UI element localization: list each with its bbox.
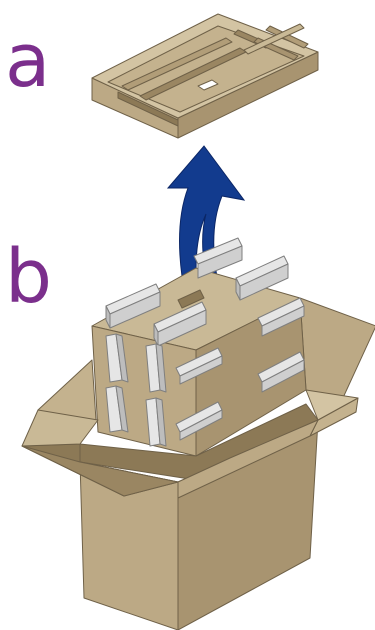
step-label-a: a xyxy=(5,18,51,104)
shipping-box xyxy=(21,237,375,630)
cardboard-tray xyxy=(91,13,319,139)
foam-blocks xyxy=(105,237,305,447)
step-label-b: b xyxy=(5,234,52,320)
